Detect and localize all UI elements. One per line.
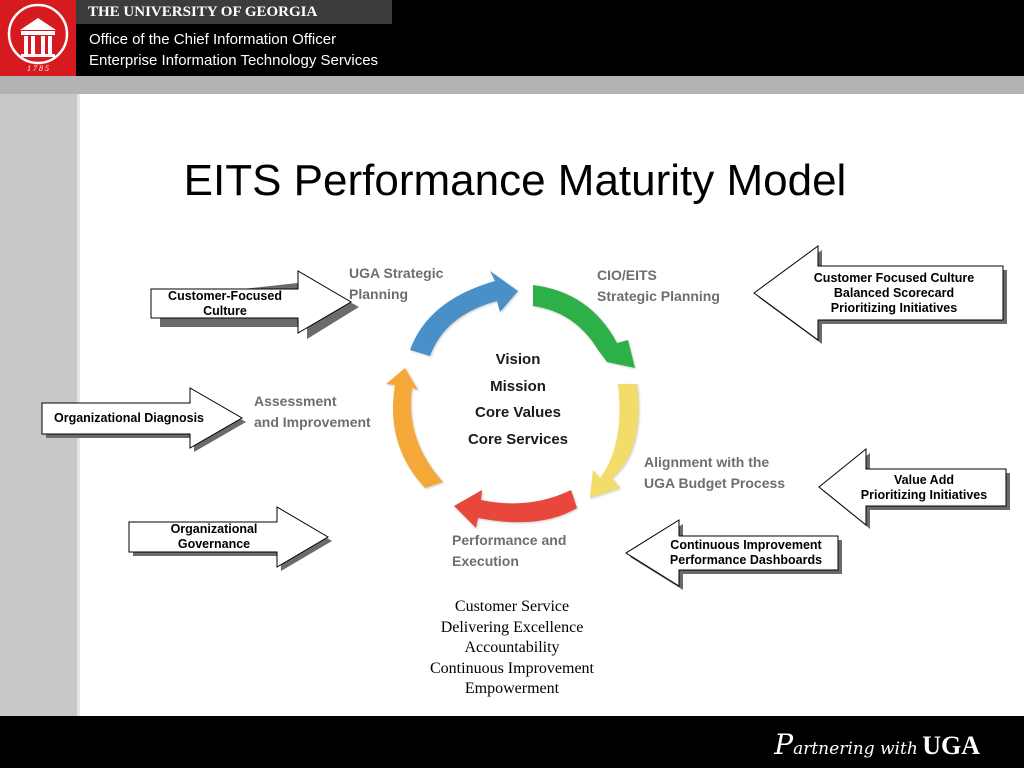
university-name: THE UNIVERSITY OF GEORGIA (76, 0, 392, 24)
cycle-core: Vision Mission Core Values Core Services (448, 347, 588, 453)
core-services: Core Services (467, 430, 569, 448)
value-item: Accountability (464, 639, 560, 656)
office-name: Office of the Chief Information Officer (89, 31, 337, 48)
input-arrow-org-diagnosis (41, 387, 244, 449)
slide-title: EITS Performance Maturity Model (183, 156, 847, 205)
input-arrow-customer-focused (150, 270, 352, 334)
input-arrow-continuous (625, 519, 839, 587)
input-label-org-diagnosis: Organizational Diagnosis (53, 411, 205, 425)
value-item: Customer Service (454, 598, 570, 615)
input-arrow-value-add (818, 447, 1007, 527)
cycle-arrow-assessment (386, 368, 443, 488)
logo-year: 1 7 8 5 (27, 64, 49, 73)
department-name: Enterprise Information Technology Servic… (89, 52, 379, 69)
arch-icon: 1 7 8 5 (7, 3, 69, 73)
cycle-arrow-cio-eits (533, 285, 635, 368)
input-arrow-org-governance (128, 506, 329, 568)
partnering-with-uga-logo: Partnering with UGA (774, 728, 980, 761)
core-values-list: Customer Service Delivering Excellence A… (392, 597, 632, 700)
cycle-arrow-performance (454, 490, 577, 528)
core-mission: Mission (490, 377, 546, 395)
core-vision: Vision (495, 351, 541, 368)
cycle-arrow-uga-strategic (410, 271, 518, 356)
value-item: Continuous Improvement (430, 659, 594, 677)
cycle-arrow-alignment (590, 384, 639, 498)
value-item: Empowerment (464, 680, 560, 697)
header-divider (0, 76, 1024, 94)
input-arrow-customer-culture (753, 245, 1004, 341)
uga-arch-logo: 1 7 8 5 (0, 0, 76, 76)
value-item: Delivering Excellence (440, 618, 584, 636)
core-values: Core Values (475, 404, 561, 421)
footer-bar (0, 716, 1024, 768)
